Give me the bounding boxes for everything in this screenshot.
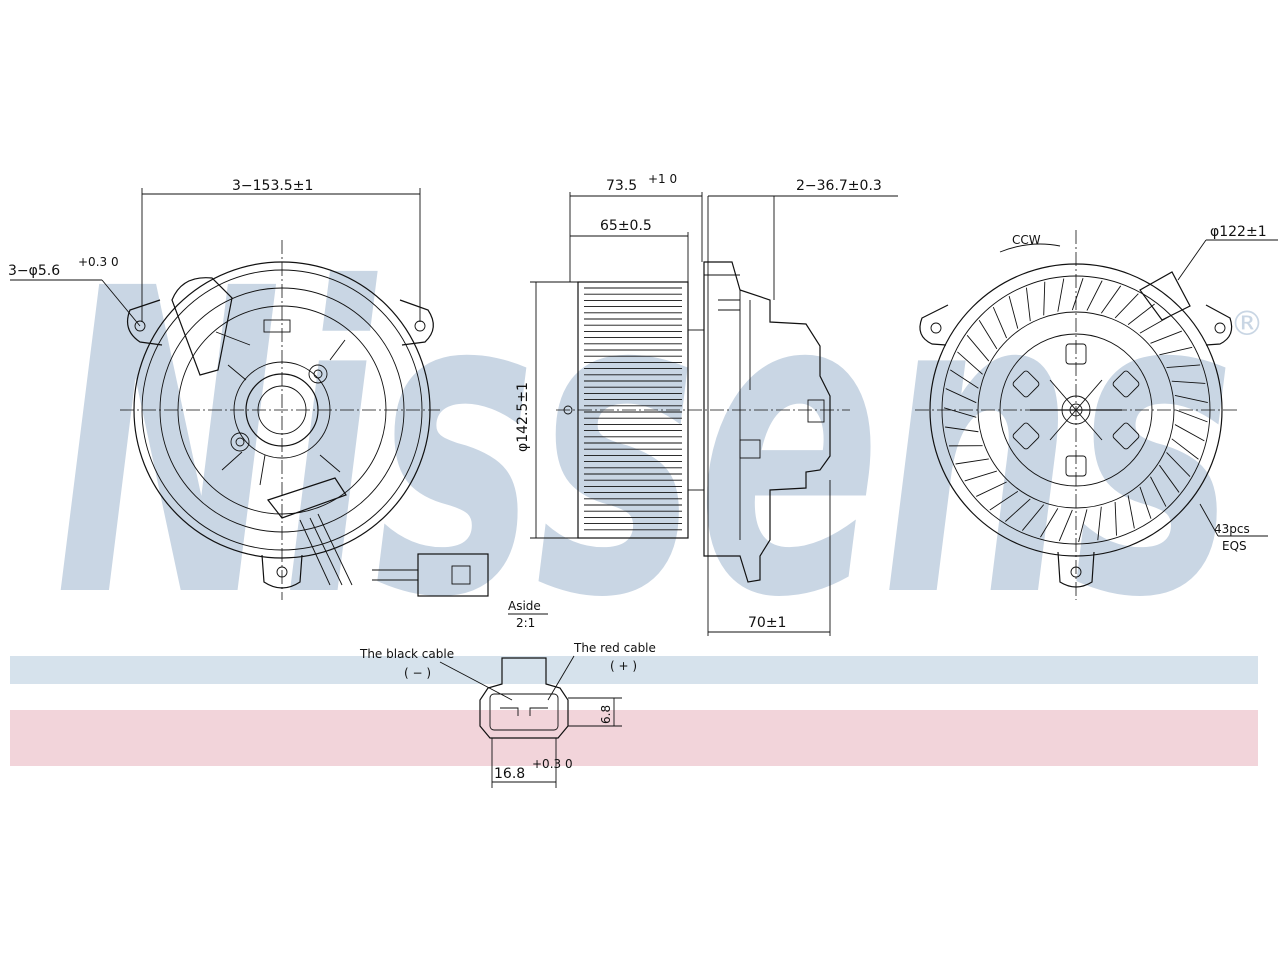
impeller-blade — [1166, 364, 1201, 369]
red-cable-sign: ( + ) — [610, 659, 637, 673]
impeller-blade — [945, 426, 979, 433]
impeller-blade — [1171, 380, 1206, 384]
pink-band — [10, 710, 1258, 766]
front-view-dimensions: 3−153.5±1 3−φ5.6 +0.3 0 — [8, 178, 421, 327]
registered-mark: ® — [1230, 304, 1264, 344]
impeller-blade — [950, 369, 979, 389]
impeller-blade — [1174, 424, 1205, 442]
view-scale: 2:1 — [516, 616, 535, 630]
impeller-blade — [1127, 303, 1155, 325]
side-view-dimensions: 73.5 +1 0 65±0.5 φ142.5±1 2−36.7±0.3 70±… — [515, 172, 898, 636]
impeller-blade — [1100, 285, 1122, 314]
impeller-blade — [992, 306, 1008, 339]
impeller-blade — [966, 335, 990, 362]
rear-view — [915, 230, 1240, 600]
black-cable-sign: ( − ) — [404, 666, 431, 680]
hole-spec-label: 2−36.7±0.3 — [796, 178, 882, 194]
impeller-blade — [978, 320, 998, 350]
total-width-tolerance: +1 0 — [648, 172, 677, 186]
rear-view-dimensions: φ122±1 CCW 43pcs EQS — [999, 224, 1278, 553]
blade-spacing-label: EQS — [1222, 539, 1247, 553]
impeller-blade — [955, 458, 989, 465]
impeller-blade — [989, 490, 1019, 511]
red-cable-label: The red cable — [573, 641, 656, 655]
impeller-blade — [1078, 509, 1088, 543]
impeller-blade — [1114, 293, 1139, 319]
impeller-blade — [1127, 495, 1135, 529]
impeller-blade — [1008, 296, 1019, 329]
impeller-blade — [1058, 509, 1073, 542]
impeller-blade — [1171, 438, 1199, 460]
hole-dia-tolerance: +0.3 0 — [78, 255, 119, 269]
motor-width-label: 70±1 — [748, 615, 786, 631]
impeller-blade — [943, 407, 977, 418]
impeller-blade — [1139, 486, 1152, 519]
connector-width-label: 16.8 — [494, 766, 525, 782]
impeller-blade — [1005, 498, 1031, 522]
impeller-blade — [957, 351, 983, 375]
impeller-blade — [1097, 506, 1102, 541]
impeller-blade — [1114, 502, 1117, 536]
impeller-blade — [945, 388, 977, 404]
view-label: Aside — [508, 599, 541, 613]
impeller-blade — [1150, 476, 1167, 507]
connector-detail: Aside 2:1 The black cable ( − ) The red … — [359, 599, 656, 788]
front-view — [120, 240, 489, 600]
impeller-blade — [1166, 452, 1191, 477]
impeller-blade — [1025, 287, 1031, 322]
impeller-blade — [976, 481, 1007, 497]
bolt-span-label: 3−153.5±1 — [232, 178, 313, 194]
impeller-blade — [1071, 278, 1084, 311]
impeller-blade — [1159, 464, 1180, 493]
hole-dia-label: 3−φ5.6 — [8, 263, 60, 279]
impeller-blade — [1057, 278, 1065, 312]
impeller-blade — [1175, 409, 1208, 423]
impeller-blade — [1086, 280, 1103, 311]
connector-height-label: 6.8 — [599, 705, 613, 724]
outer-diameter-label: φ122±1 — [1210, 224, 1267, 240]
impeller-blade — [1159, 346, 1193, 356]
rotation-label: CCW — [1012, 233, 1041, 247]
blue-band — [10, 656, 1258, 684]
connector-width-tolerance: +0.3 0 — [532, 757, 573, 771]
impeller-blade — [1150, 330, 1182, 344]
impeller-blade — [1021, 504, 1045, 531]
blade-count-label: 43pcs — [1214, 522, 1250, 536]
side-view — [556, 261, 850, 583]
total-width-label: 73.5 — [606, 178, 637, 194]
impeller-blade — [964, 470, 997, 482]
impeller-blade — [1043, 281, 1046, 316]
rotor-diameter-label: φ142.5±1 — [515, 382, 531, 452]
black-cable-label: The black cable — [359, 647, 454, 661]
impeller-blade — [1174, 395, 1208, 404]
rotor-width-label: 65±0.5 — [600, 218, 652, 234]
impeller-blade — [1040, 508, 1059, 538]
